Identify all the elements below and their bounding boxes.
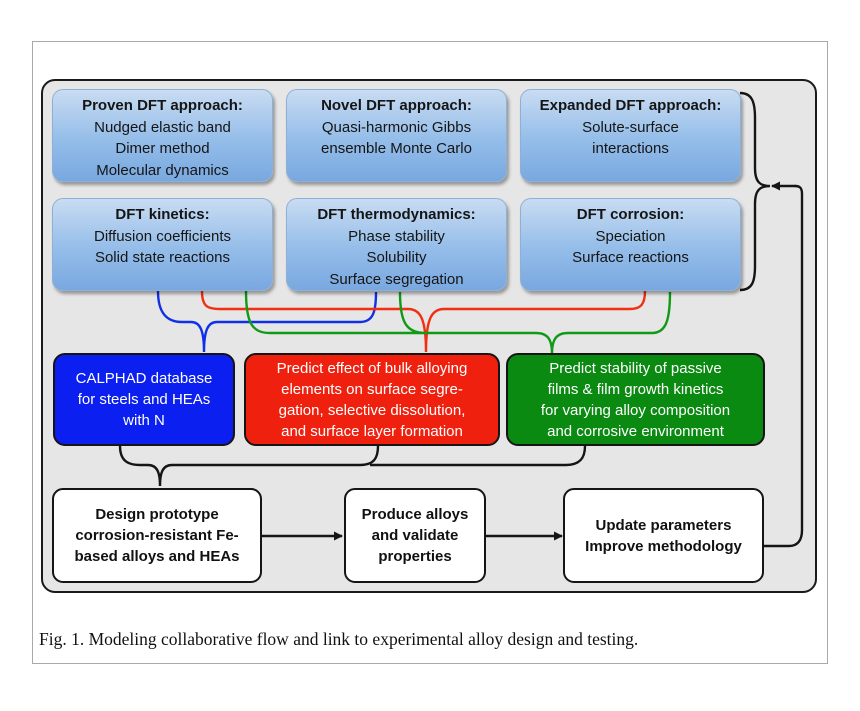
- dft-group-brace: [739, 91, 771, 292]
- dft-box-title: DFT thermodynamics:: [317, 206, 476, 223]
- dft-box-line: Phase stability: [348, 227, 445, 245]
- dft-box-title: Expanded DFT approach:: [539, 97, 722, 114]
- calphad-box: CALPHAD database for steels and HEAs wit…: [53, 353, 235, 446]
- dft-box-line: Speciation: [595, 227, 666, 245]
- passive-films-line: Predict stability of passive: [549, 359, 722, 377]
- dft-box-line: Molecular dynamics: [96, 161, 229, 179]
- dft-box-novel: Novel DFT approach: Quasi-harmonic Gibbs…: [286, 89, 507, 182]
- passive-films-line: films & film growth kinetics: [547, 380, 724, 398]
- dft-box-kinetics: DFT kinetics: Diffusion coefficients Sol…: [52, 198, 273, 291]
- bulk-alloying-line: Predict effect of bulk alloying: [276, 359, 468, 377]
- dft-box-title: Proven DFT approach:: [82, 97, 243, 114]
- dft-box-title: DFT corrosion:: [576, 206, 685, 223]
- connector-blue: [156, 290, 378, 353]
- feedback-loop: [764, 184, 804, 548]
- design-prototype-box: Design prototype corrosion-resistant Fe-…: [52, 488, 262, 583]
- dft-box-line: Dimer method: [115, 140, 210, 157]
- dft-box-line: Solute-surface: [582, 118, 679, 136]
- bulk-alloying-line: gation, selective dissolution,: [278, 401, 466, 419]
- dft-box-line: ensemble Monte Carlo: [321, 140, 472, 157]
- bulk-alloying-box: Predict effect of bulk alloying elements…: [244, 353, 500, 446]
- dft-box-line: Nudged elastic band: [94, 118, 231, 136]
- dft-box-line: Diffusion coefficients: [93, 227, 232, 245]
- calphad-line: with N: [123, 412, 165, 429]
- produce-line: Produce alloys: [361, 506, 469, 523]
- bulk-alloying-line: elements on surface segre-: [281, 380, 463, 398]
- connector-red: [200, 290, 647, 353]
- produce-line: properties: [378, 548, 452, 565]
- connector-green: [244, 290, 672, 354]
- dft-box-line: Solubility: [366, 249, 427, 266]
- dft-box-corrosion: DFT corrosion: Speciation Surface reacti…: [520, 198, 741, 291]
- figure-caption: Fig. 1. Modeling collaborative flow and …: [39, 629, 639, 649]
- dft-box-line: Surface reactions: [572, 249, 689, 266]
- dft-box-line: Quasi-harmonic Gibbs: [321, 118, 472, 136]
- produce-line: and validate: [371, 527, 459, 544]
- passive-films-box: Predict stability of passive films & fil…: [506, 353, 765, 446]
- dft-box-line: Solid state reactions: [94, 249, 231, 266]
- update-parameters-box: Update parameters Improve methodology: [563, 488, 764, 583]
- dft-box-proven: Proven DFT approach: Nudged elastic band…: [52, 89, 273, 182]
- design-line: Design prototype: [95, 506, 219, 523]
- connector-merge: [118, 445, 587, 487]
- dft-box-expanded: Expanded DFT approach: Solute-surface in…: [520, 89, 741, 182]
- design-line: based alloys and HEAs: [74, 548, 240, 565]
- dft-box-line: interactions: [592, 140, 669, 157]
- bulk-alloying-line: and surface layer formation: [281, 422, 463, 440]
- design-line: corrosion-resistant Fe-: [75, 527, 239, 544]
- dft-box-title: Novel DFT approach:: [321, 97, 472, 114]
- calphad-line: for steels and HEAs: [77, 391, 211, 408]
- passive-films-line: and corrosive environment: [547, 422, 724, 440]
- update-line: Improve methodology: [585, 537, 742, 555]
- dft-box-line: Surface segregation: [329, 270, 464, 288]
- update-line: Update parameters: [595, 516, 732, 534]
- produce-alloys-box: Produce alloys and validate properties: [344, 488, 486, 583]
- passive-films-line: for varying alloy composition: [540, 401, 731, 419]
- calphad-line: CALPHAD database: [75, 370, 213, 387]
- dft-box-thermodynamics: DFT thermodynamics: Phase stability Solu…: [286, 198, 507, 291]
- dft-box-title: DFT kinetics:: [115, 206, 210, 223]
